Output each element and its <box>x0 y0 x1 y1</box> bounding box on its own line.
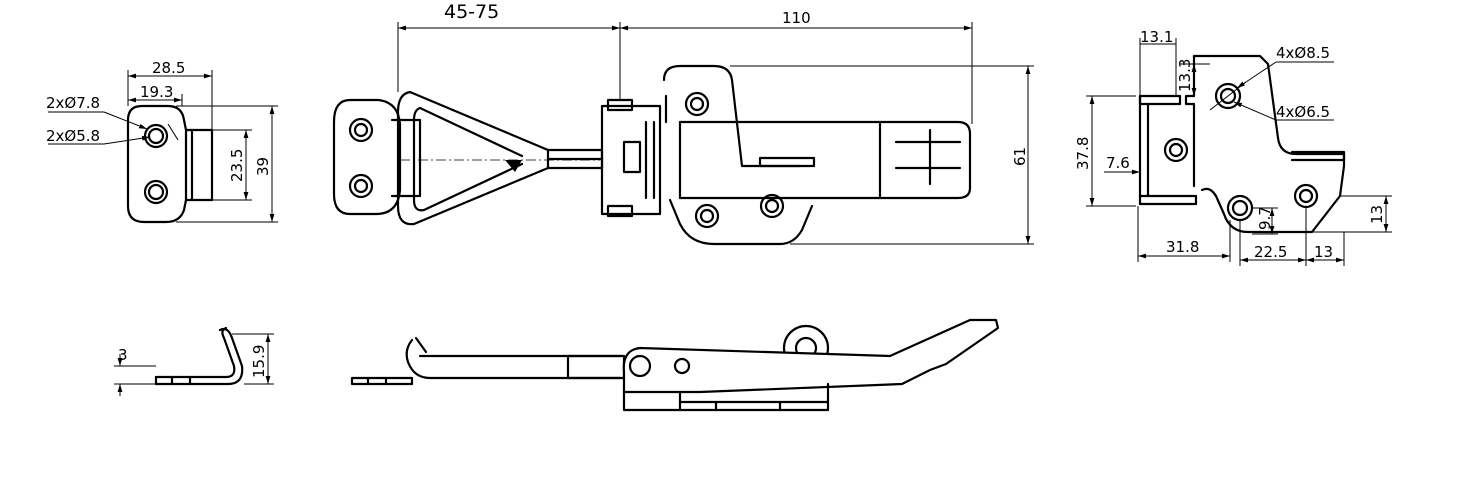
dim-latch-adjust: 45-75 <box>444 1 499 23</box>
dim-plate-flange: 7.6 <box>1106 154 1130 172</box>
mounting-plate-view: 13.1 13.3 4xØ8.5 4xØ6.5 37.8 7.6 31.8 22… <box>1074 28 1392 266</box>
dim-hook-width: 28.5 <box>152 59 185 77</box>
dim-hook-side-height: 15.9 <box>250 345 268 378</box>
latch-top-view: 45-75 110 61 <box>332 1 1034 246</box>
dim-plate-hole-span: 22.5 <box>1254 243 1287 261</box>
dim-plate-hole-small: 4xØ6.5 <box>1276 103 1330 121</box>
dim-hook-hole-offset: 19.3 <box>140 83 173 101</box>
dim-plate-bottom-offset: 13 <box>1368 205 1386 224</box>
dim-hook-thickness: 3 <box>118 346 128 364</box>
dim-plate-height: 37.8 <box>1074 137 1092 170</box>
latch-side-view <box>350 318 1000 412</box>
dim-hook-hole-large: 2xØ7.8 <box>46 94 100 112</box>
dim-latch-height: 61 <box>1011 147 1029 166</box>
dim-hook-tab-height: 23.5 <box>228 149 246 182</box>
dim-plate-left-span: 31.8 <box>1166 238 1199 256</box>
dim-hook-height: 39 <box>254 157 272 176</box>
hook-top-view: 28.5 19.3 2xØ7.8 2xØ5.8 23.5 39 <box>46 59 278 224</box>
hook-side-view: 3 15.9 <box>114 326 274 396</box>
dim-plate-hole-drop: 9.7 <box>1256 206 1274 230</box>
dim-plate-edge: 13.1 <box>1140 28 1173 46</box>
dim-plate-hole-top: 13.3 <box>1176 59 1194 92</box>
dim-plate-hole-large: 4xØ8.5 <box>1276 44 1330 62</box>
dim-hook-hole-small: 2xØ5.8 <box>46 127 100 145</box>
dim-latch-length: 110 <box>782 9 811 27</box>
dim-plate-right-edge: 13 <box>1314 243 1333 261</box>
